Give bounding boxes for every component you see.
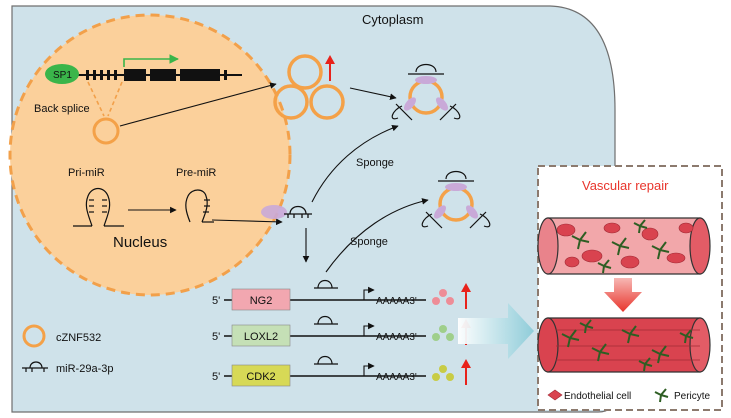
mirna-bound-ng2 [314, 279, 338, 289]
sp1-label: SP1 [53, 70, 72, 81]
gene-label-ng2: NG2 [250, 295, 273, 307]
poly-a-label: AAAAA3' [376, 296, 417, 307]
pre-mir-label: Pre-miR [176, 167, 216, 179]
endothelial-cell-icon [547, 389, 563, 401]
five-prime-label: 5' [212, 331, 220, 343]
legend-mirna-label: miR-29a-3p [56, 363, 113, 375]
export-arrow [119, 82, 277, 127]
circrna-cytoplasm-1 [287, 54, 323, 90]
sponge-label-upper: Sponge [356, 157, 394, 169]
sponge-complex-lower [421, 170, 491, 229]
sponge-arrow-lower [325, 198, 429, 273]
back-splice-line-right [107, 81, 123, 117]
sponge-arrow-upper [311, 124, 399, 203]
damaged-vessel [537, 217, 711, 275]
circrna-cytoplasm-3 [309, 84, 345, 120]
gene-box-cdk2 [231, 364, 291, 387]
pre-mir-hairpin [185, 189, 214, 223]
pericyte-label: Pericyte [674, 391, 711, 402]
sp1-factor [45, 64, 79, 84]
circrna-nuclear [92, 117, 120, 145]
gene-box-ng2 [231, 288, 291, 311]
legend-circ-icon [22, 324, 46, 348]
upregulation-arrow-circ-head [325, 55, 335, 64]
gene-label-cdk2: CDK2 [246, 371, 275, 383]
nucleus-label: Nucleus [113, 234, 167, 251]
five-prime-label: 5' [212, 295, 220, 307]
sponge-complex-upper [391, 63, 461, 121]
back-splice-line-left [87, 81, 105, 117]
pri-mir-hairpin [73, 187, 124, 227]
poly-a-label: AAAAA3' [376, 372, 417, 383]
back-splice-label: Back splice [34, 103, 90, 115]
transition-arrow [458, 303, 534, 359]
gene-locus [72, 69, 242, 81]
circrna-cytoplasm-2 [273, 84, 309, 120]
mirna-bound-cdk2 [314, 355, 338, 365]
cytoplasm-label: Cytoplasm [362, 12, 423, 27]
five-prime-label: 5' [212, 371, 220, 383]
nuclear-export-arrow [211, 218, 283, 226]
repaired-vessel [537, 317, 711, 373]
endothelial-cell-label: Endothelial cell [564, 391, 631, 402]
gene-box-loxl2 [231, 324, 291, 347]
legend-circ-label: cZNF532 [56, 332, 101, 344]
repair-arrow [604, 278, 642, 312]
pericyte-icon [654, 388, 669, 403]
mrna-row-loxl2: 5' LOXL2 AAAAA3' [212, 315, 471, 347]
vascular-repair-title: Vascular repair [582, 178, 669, 193]
legend-mirna-icon [22, 361, 48, 372]
mature-mirna [284, 205, 312, 218]
transcription-arrow [123, 54, 179, 67]
pri-mir-label: Pri-miR [68, 167, 105, 179]
mrna-row-ng2: 5' NG2 AAAAA3' [212, 279, 471, 311]
mrna-row-cdk2: 5' CDK2 AAAAA3' [212, 355, 471, 387]
exportin-complex [261, 205, 287, 219]
poly-a-label: AAAAA3' [376, 332, 417, 343]
sponge-label-lower: Sponge [350, 236, 388, 248]
gene-label-loxl2: LOXL2 [244, 331, 278, 343]
circ-to-complex-arrow [349, 87, 397, 100]
mirna-bound-loxl2 [314, 315, 338, 325]
nucleus [8, 13, 292, 297]
